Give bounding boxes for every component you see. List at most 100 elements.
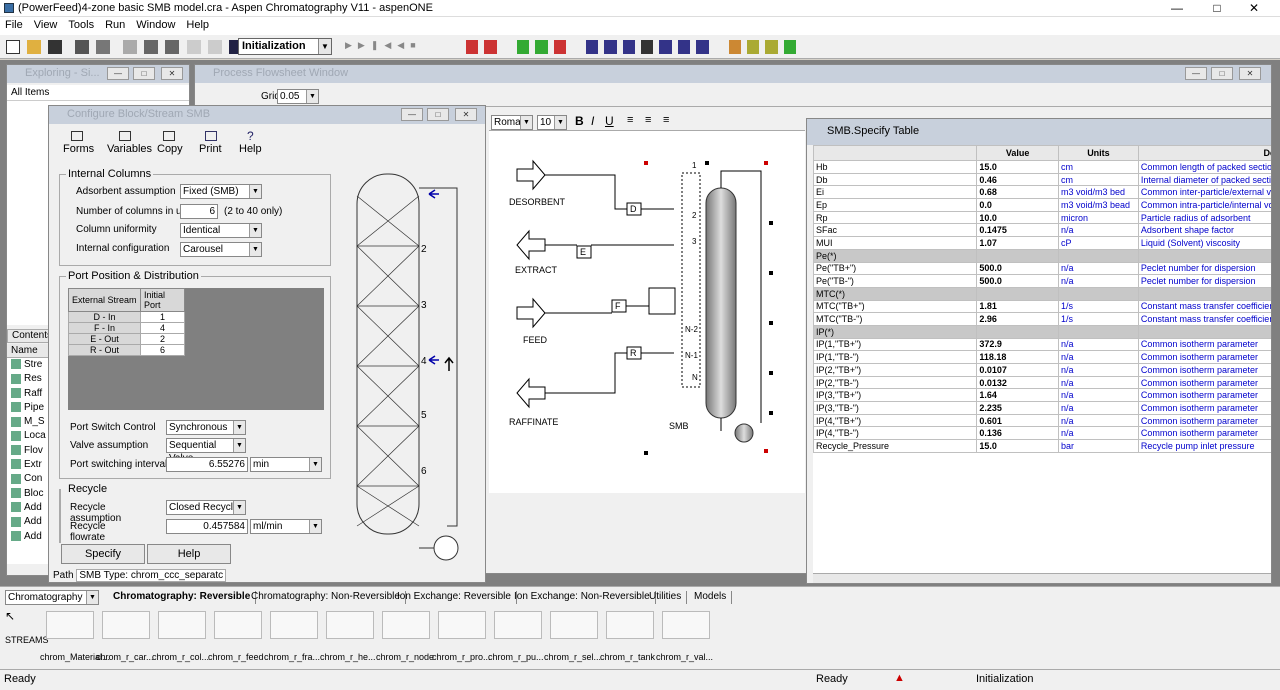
- table-row[interactable]: MTC(*): [813, 286, 1271, 301]
- switch-control-select[interactable]: Synchronous▼: [166, 420, 246, 435]
- palette-category-select[interactable]: Chromatography▼: [5, 590, 99, 605]
- undo-icon[interactable]: [186, 40, 201, 54]
- grid-cell-value[interactable]: [976, 248, 1059, 263]
- palette-model-icon[interactable]: [326, 611, 374, 639]
- tool-icon[interactable]: [641, 40, 654, 54]
- port-value-cell[interactable]: 4: [140, 322, 185, 334]
- font-select[interactable]: Roman▼: [491, 115, 533, 130]
- close-icon[interactable]: ✕: [455, 108, 477, 121]
- grid-cell-value[interactable]: 0.136: [976, 426, 1059, 441]
- grid-cell-value[interactable]: 0.0: [976, 198, 1059, 212]
- tool-icon[interactable]: [677, 40, 691, 54]
- grid-cell-value[interactable]: 15.0: [976, 160, 1059, 174]
- tool-icon[interactable]: [484, 40, 497, 54]
- grid-cell-value[interactable]: 2.96: [976, 312, 1059, 326]
- menu-file[interactable]: File: [5, 19, 23, 31]
- tab-ion-reversible[interactable]: Ion Exchange: Reversible: [392, 591, 517, 604]
- list-item[interactable]: Add: [7, 530, 189, 544]
- tool-icon[interactable]: [516, 40, 530, 54]
- font-size-select[interactable]: 10▼: [537, 115, 567, 130]
- align-right-icon[interactable]: ≡: [663, 114, 670, 126]
- minimize-icon[interactable]: —: [401, 108, 423, 121]
- tab-chrom-nonreversible[interactable]: Chromatography: Non-Reversible: [246, 591, 406, 604]
- underline-icon[interactable]: U: [605, 114, 614, 128]
- paste-icon[interactable]: [165, 40, 180, 54]
- palette-model-icon[interactable]: [46, 611, 94, 639]
- palette-model-icon[interactable]: [214, 611, 262, 639]
- list-item[interactable]: Bloc: [7, 487, 189, 501]
- open-icon[interactable]: [27, 40, 42, 54]
- tool-icon[interactable]: [728, 40, 741, 54]
- minimize-icon[interactable]: —: [1185, 67, 1207, 80]
- save-icon[interactable]: [48, 40, 63, 54]
- uniformity-select[interactable]: Identical▼: [180, 223, 262, 238]
- tab-chrom-reversible[interactable]: Chromatography: Reversible: [108, 591, 257, 604]
- tab-utilities[interactable]: Utilities: [644, 591, 688, 604]
- maximize-icon[interactable]: □: [133, 67, 155, 80]
- tool-icon[interactable]: [696, 40, 709, 54]
- table-row[interactable]: IP(*): [813, 324, 1271, 339]
- grid-cell-value[interactable]: [976, 324, 1059, 339]
- table-row[interactable]: Pe(*): [813, 248, 1271, 263]
- menu-tools[interactable]: Tools: [68, 19, 95, 31]
- grid-cell-value[interactable]: 0.601: [976, 413, 1059, 428]
- grid-cell-value[interactable]: 118.18: [976, 350, 1059, 364]
- list-item[interactable]: Raff: [7, 387, 189, 401]
- minimize-icon[interactable]: —: [1171, 1, 1183, 15]
- palette-model-icon[interactable]: [382, 611, 430, 639]
- palette-model-icon[interactable]: [494, 611, 542, 639]
- grid-cell-value[interactable]: 2.235: [976, 401, 1059, 415]
- interval-input[interactable]: 6.55276: [166, 457, 248, 472]
- menu-run[interactable]: Run: [105, 19, 126, 31]
- print-preview-icon[interactable]: [96, 40, 111, 54]
- grid-cell-value[interactable]: 1.81: [976, 299, 1059, 314]
- grid-cell-value[interactable]: 1.64: [976, 388, 1059, 403]
- bold-icon[interactable]: B: [575, 114, 584, 128]
- menu-help[interactable]: Help: [186, 19, 210, 31]
- port-value-cell[interactable]: 1: [140, 311, 185, 323]
- close-icon[interactable]: ✕: [1239, 67, 1261, 80]
- tab-ion-nonreversible[interactable]: Ion Exchange: Non-Reversible: [509, 591, 656, 604]
- close-icon[interactable]: ✕: [1248, 1, 1260, 15]
- adsorbent-select[interactable]: Fixed (SMB)▼: [180, 184, 262, 199]
- grid-cell-value[interactable]: 0.68: [976, 185, 1059, 200]
- maximize-icon[interactable]: □: [1213, 1, 1221, 15]
- grid-cell-value[interactable]: 1.07: [976, 236, 1059, 250]
- menu-window[interactable]: Window: [136, 19, 176, 31]
- tool-icon[interactable]: [765, 40, 778, 54]
- grid-cell-value[interactable]: 372.9: [976, 337, 1059, 352]
- list-item[interactable]: Con: [7, 472, 189, 486]
- recycle-assumption-select[interactable]: Closed Recycle▼: [166, 500, 246, 515]
- minimize-icon[interactable]: —: [107, 67, 129, 80]
- list-item[interactable]: M_S: [7, 415, 189, 429]
- tool-icon[interactable]: [622, 40, 635, 54]
- palette-model-icon[interactable]: [270, 611, 318, 639]
- palette-model-icon[interactable]: [102, 611, 150, 639]
- tool-icon[interactable]: [553, 40, 566, 54]
- list-item[interactable]: Loca: [7, 429, 189, 443]
- copy-icon[interactable]: [144, 40, 159, 54]
- grid-cell-value[interactable]: 0.1475: [976, 223, 1059, 238]
- list-item[interactable]: Add: [7, 515, 189, 529]
- list-item[interactable]: Stre: [7, 358, 189, 372]
- grid-cell-value[interactable]: 10.0: [976, 210, 1059, 225]
